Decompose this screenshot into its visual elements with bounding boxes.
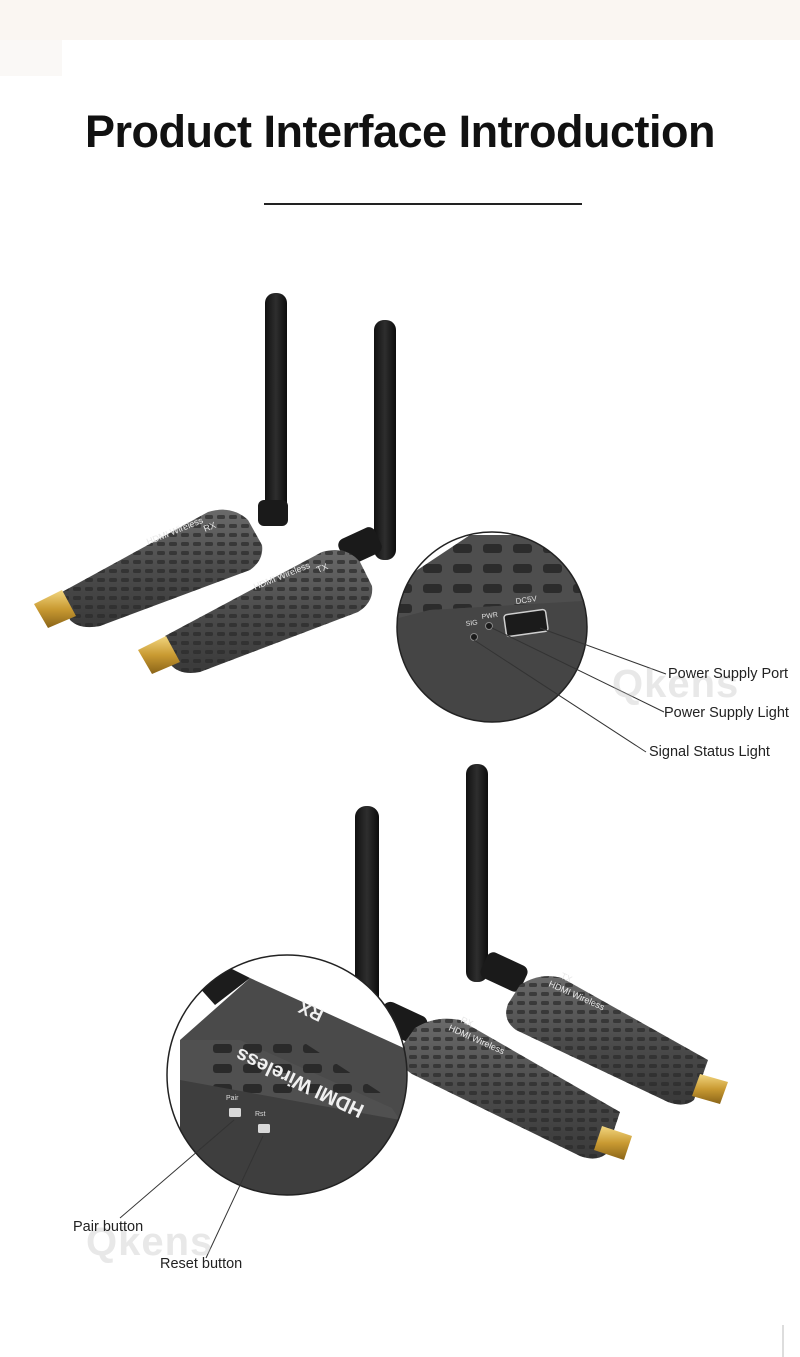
zoom1-led-sig: SIG [465,619,478,628]
bottom-tx-dongle: HDMI Wireless TX [506,971,728,1105]
zoom1-led-pwr: PWR [481,612,498,621]
zoom2-pair-label: Pair [226,1095,239,1102]
zoom1-port-label: DC5V [515,594,538,606]
zoom2-reset-label: Rst [255,1111,266,1118]
callout-power-supply-port: Power Supply Port [668,666,789,682]
zoom-circle-ports: DC5V SIG PWR [396,531,588,723]
power-supply-light-icon [485,622,493,630]
callout-reset-button: Reset button [160,1256,243,1272]
callout-power-supply-light: Power Supply Light [664,705,789,721]
zoom-circle-buttons: Pair Rst HDMI Wireless RX [166,954,408,1196]
top-band [0,0,800,40]
reset-button-icon [258,1124,270,1133]
title-divider [264,203,582,205]
top-tx-dongle: HDMI Wireless TX [138,549,373,674]
top-rx-code: RX [202,520,217,534]
top-callout-lines [473,627,667,753]
watermark-bottom: Qkens [86,1220,214,1264]
signal-status-light-icon [470,633,478,641]
power-supply-port-icon [503,608,549,638]
callout-pair-button: Pair button [73,1219,144,1235]
bottom-rx-code: RX [459,1015,475,1029]
pair-button-icon [229,1108,241,1117]
bottom-tx-code: TX [559,971,574,985]
bottom-callout-lines [119,1119,264,1259]
top-band-corner [0,40,62,76]
top-rx-antenna [258,293,288,526]
callout-signal-status-light: Signal Status Light [649,744,770,760]
top-tx-antenna [338,320,396,565]
watermark-top: Qkens [612,662,740,706]
bottom-tx-antenna [466,764,528,992]
top-tx-code: TX [315,561,329,575]
page-title: Product Interface Introduction [84,106,716,157]
